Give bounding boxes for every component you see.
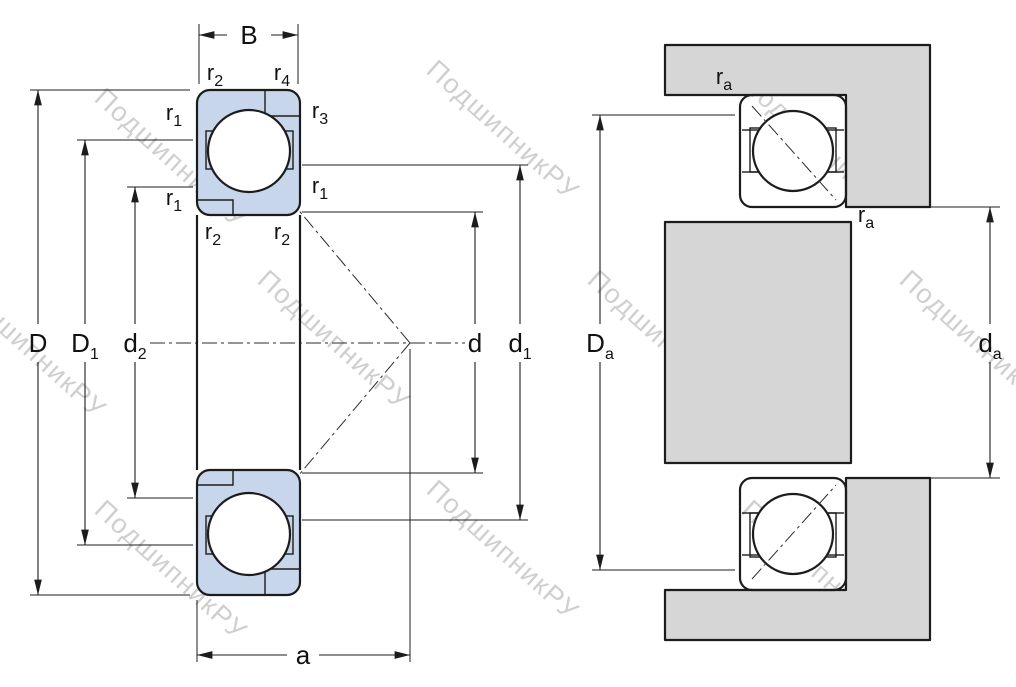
dimension-Da: Da bbox=[586, 114, 735, 571]
chamfer-radius-labels: r2 r4 r1 r3 r1 r1 r2 r2 bbox=[166, 60, 328, 249]
inner-ring-shoulder-step bbox=[197, 199, 234, 215]
dimension-d1: d1 bbox=[302, 164, 532, 521]
dimension-da: da bbox=[856, 206, 1002, 479]
label-ra: ra bbox=[858, 202, 874, 232]
watermark-text: ПодшипникРУ bbox=[421, 54, 585, 206]
left-view-bearing-section: B D D1 d2 bbox=[29, 20, 532, 670]
label-D1: D1 bbox=[71, 328, 99, 363]
label-r2: r2 bbox=[207, 60, 223, 90]
label-r1: r1 bbox=[166, 185, 182, 215]
watermark-text: ПодшипникРУ bbox=[421, 474, 585, 626]
inner-ring-shoulder-step bbox=[197, 470, 234, 486]
label-a: a bbox=[296, 640, 311, 670]
label-r4: r4 bbox=[274, 60, 290, 90]
shaft bbox=[663, 220, 853, 465]
dimension-d: d bbox=[302, 211, 483, 474]
contact-line bbox=[751, 484, 837, 580]
bearing-outline bbox=[738, 476, 848, 592]
watermark-text: ПодшипникРУ bbox=[252, 264, 416, 416]
label-B: B bbox=[240, 20, 257, 50]
contact-line bbox=[751, 105, 837, 201]
ball bbox=[751, 492, 835, 576]
mounted-bearing-top bbox=[738, 93, 848, 209]
label-d1: d1 bbox=[508, 328, 531, 363]
label-ra: ra bbox=[716, 64, 732, 94]
ball-top bbox=[206, 108, 292, 194]
right-view-mounting: Da da ra ra bbox=[586, 43, 1002, 642]
label-r3: r3 bbox=[312, 98, 328, 128]
label-da: da bbox=[978, 328, 1001, 363]
mounted-bearing-bottom bbox=[738, 476, 848, 592]
label-r1: r1 bbox=[312, 173, 328, 203]
ball bbox=[751, 109, 835, 193]
dimension-d2: d2 bbox=[123, 186, 193, 499]
dimension-D1: D1 bbox=[71, 139, 193, 546]
label-d2: d2 bbox=[123, 328, 146, 363]
housing-bottom bbox=[663, 476, 932, 642]
bearing-outline bbox=[738, 93, 848, 209]
dimension-a: a bbox=[196, 349, 411, 670]
label-r2: r2 bbox=[274, 219, 290, 249]
dimension-B: B bbox=[198, 20, 299, 84]
housing-top bbox=[663, 43, 932, 209]
label-r2: r2 bbox=[205, 219, 221, 249]
watermark-text: ПодшипникРУ bbox=[894, 264, 1016, 416]
top-bearing-half bbox=[195, 88, 302, 217]
label-Da: Da bbox=[586, 328, 614, 363]
label-D: D bbox=[29, 328, 48, 358]
label-r1: r1 bbox=[166, 100, 182, 130]
dimension-D: D bbox=[29, 89, 190, 596]
ball-bottom bbox=[206, 491, 292, 577]
bottom-bearing-half bbox=[195, 468, 302, 597]
label-d: d bbox=[468, 328, 482, 358]
